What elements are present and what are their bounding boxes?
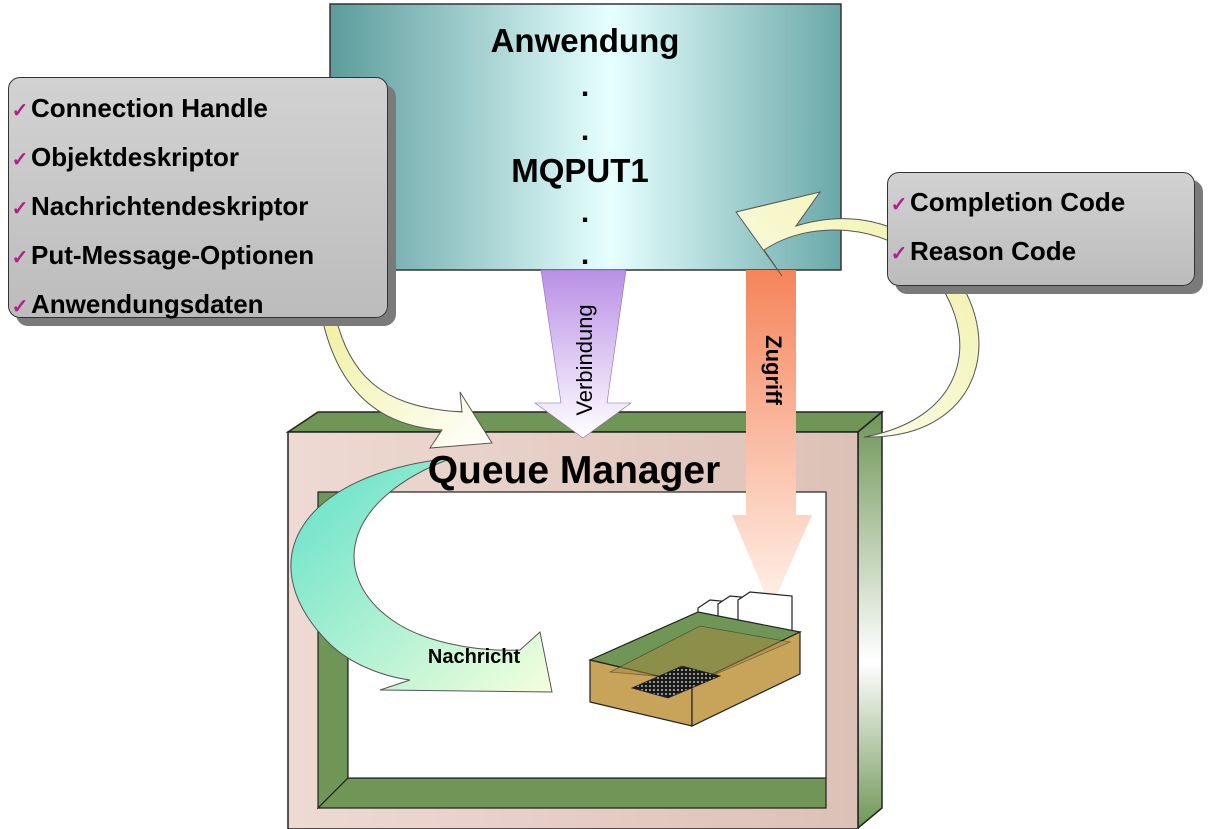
checkmark-icon: ✓ [11,149,29,171]
input-item-label: Objektdeskriptor [31,142,240,172]
message-flow-arrow [290,457,553,693]
input-item-connection-handle: ✓ Connection Handle [9,84,387,133]
checkmark-icon: ✓ [11,247,29,269]
application-dot-2: . [581,114,589,147]
output-item-label: Completion Code [910,187,1126,217]
checkmark-icon: ✓ [890,194,908,216]
checkmark-icon: ✓ [11,296,29,318]
input-parameters-box: ✓ Connection Handle ✓ Objektdeskriptor ✓… [8,77,388,319]
application-call: MQPUT1 [511,152,649,189]
connection-arrow [534,269,632,439]
output-item-reason-code: ✓ Reason Code [888,227,1194,276]
output-parameters-box: ✓ Completion Code ✓ Reason Code [887,172,1195,286]
checkmark-icon: ✓ [11,198,29,220]
input-item-label: Anwendungsdaten [31,289,264,319]
access-arrow [732,270,812,608]
output-item-label: Reason Code [910,236,1077,266]
input-item-put-message-options: ✓ Put-Message-Optionen [9,231,387,280]
queue-manager-title: Queue Manager [428,449,721,492]
frame-inner-floor [316,777,827,809]
input-item-application-data: ✓ Anwendungsdaten [9,280,387,329]
queue-box [588,591,802,727]
application-dot-3: . [581,196,589,229]
input-item-label: Nachrichtendeskriptor [31,191,309,221]
application-dot-1: . [581,70,589,103]
input-item-message-descriptor: ✓ Nachrichtendeskriptor [9,182,387,231]
connection-label: Verbindung [572,304,597,415]
access-label: Zugriff [761,335,786,405]
input-item-label: Connection Handle [31,93,268,123]
checkmark-icon: ✓ [890,243,908,265]
application-dot-4: . [581,238,589,271]
application-title: Anwendung [491,22,680,59]
frame-right-face [857,410,883,829]
input-flow-arrow [321,317,493,449]
message-label: Nachricht [428,646,521,668]
input-item-object-descriptor: ✓ Objektdeskriptor [9,133,387,182]
checkmark-icon: ✓ [11,100,29,122]
output-item-completion-code: ✓ Completion Code [888,178,1194,227]
input-item-label: Put-Message-Optionen [31,240,315,270]
queue-messages [630,665,722,699]
